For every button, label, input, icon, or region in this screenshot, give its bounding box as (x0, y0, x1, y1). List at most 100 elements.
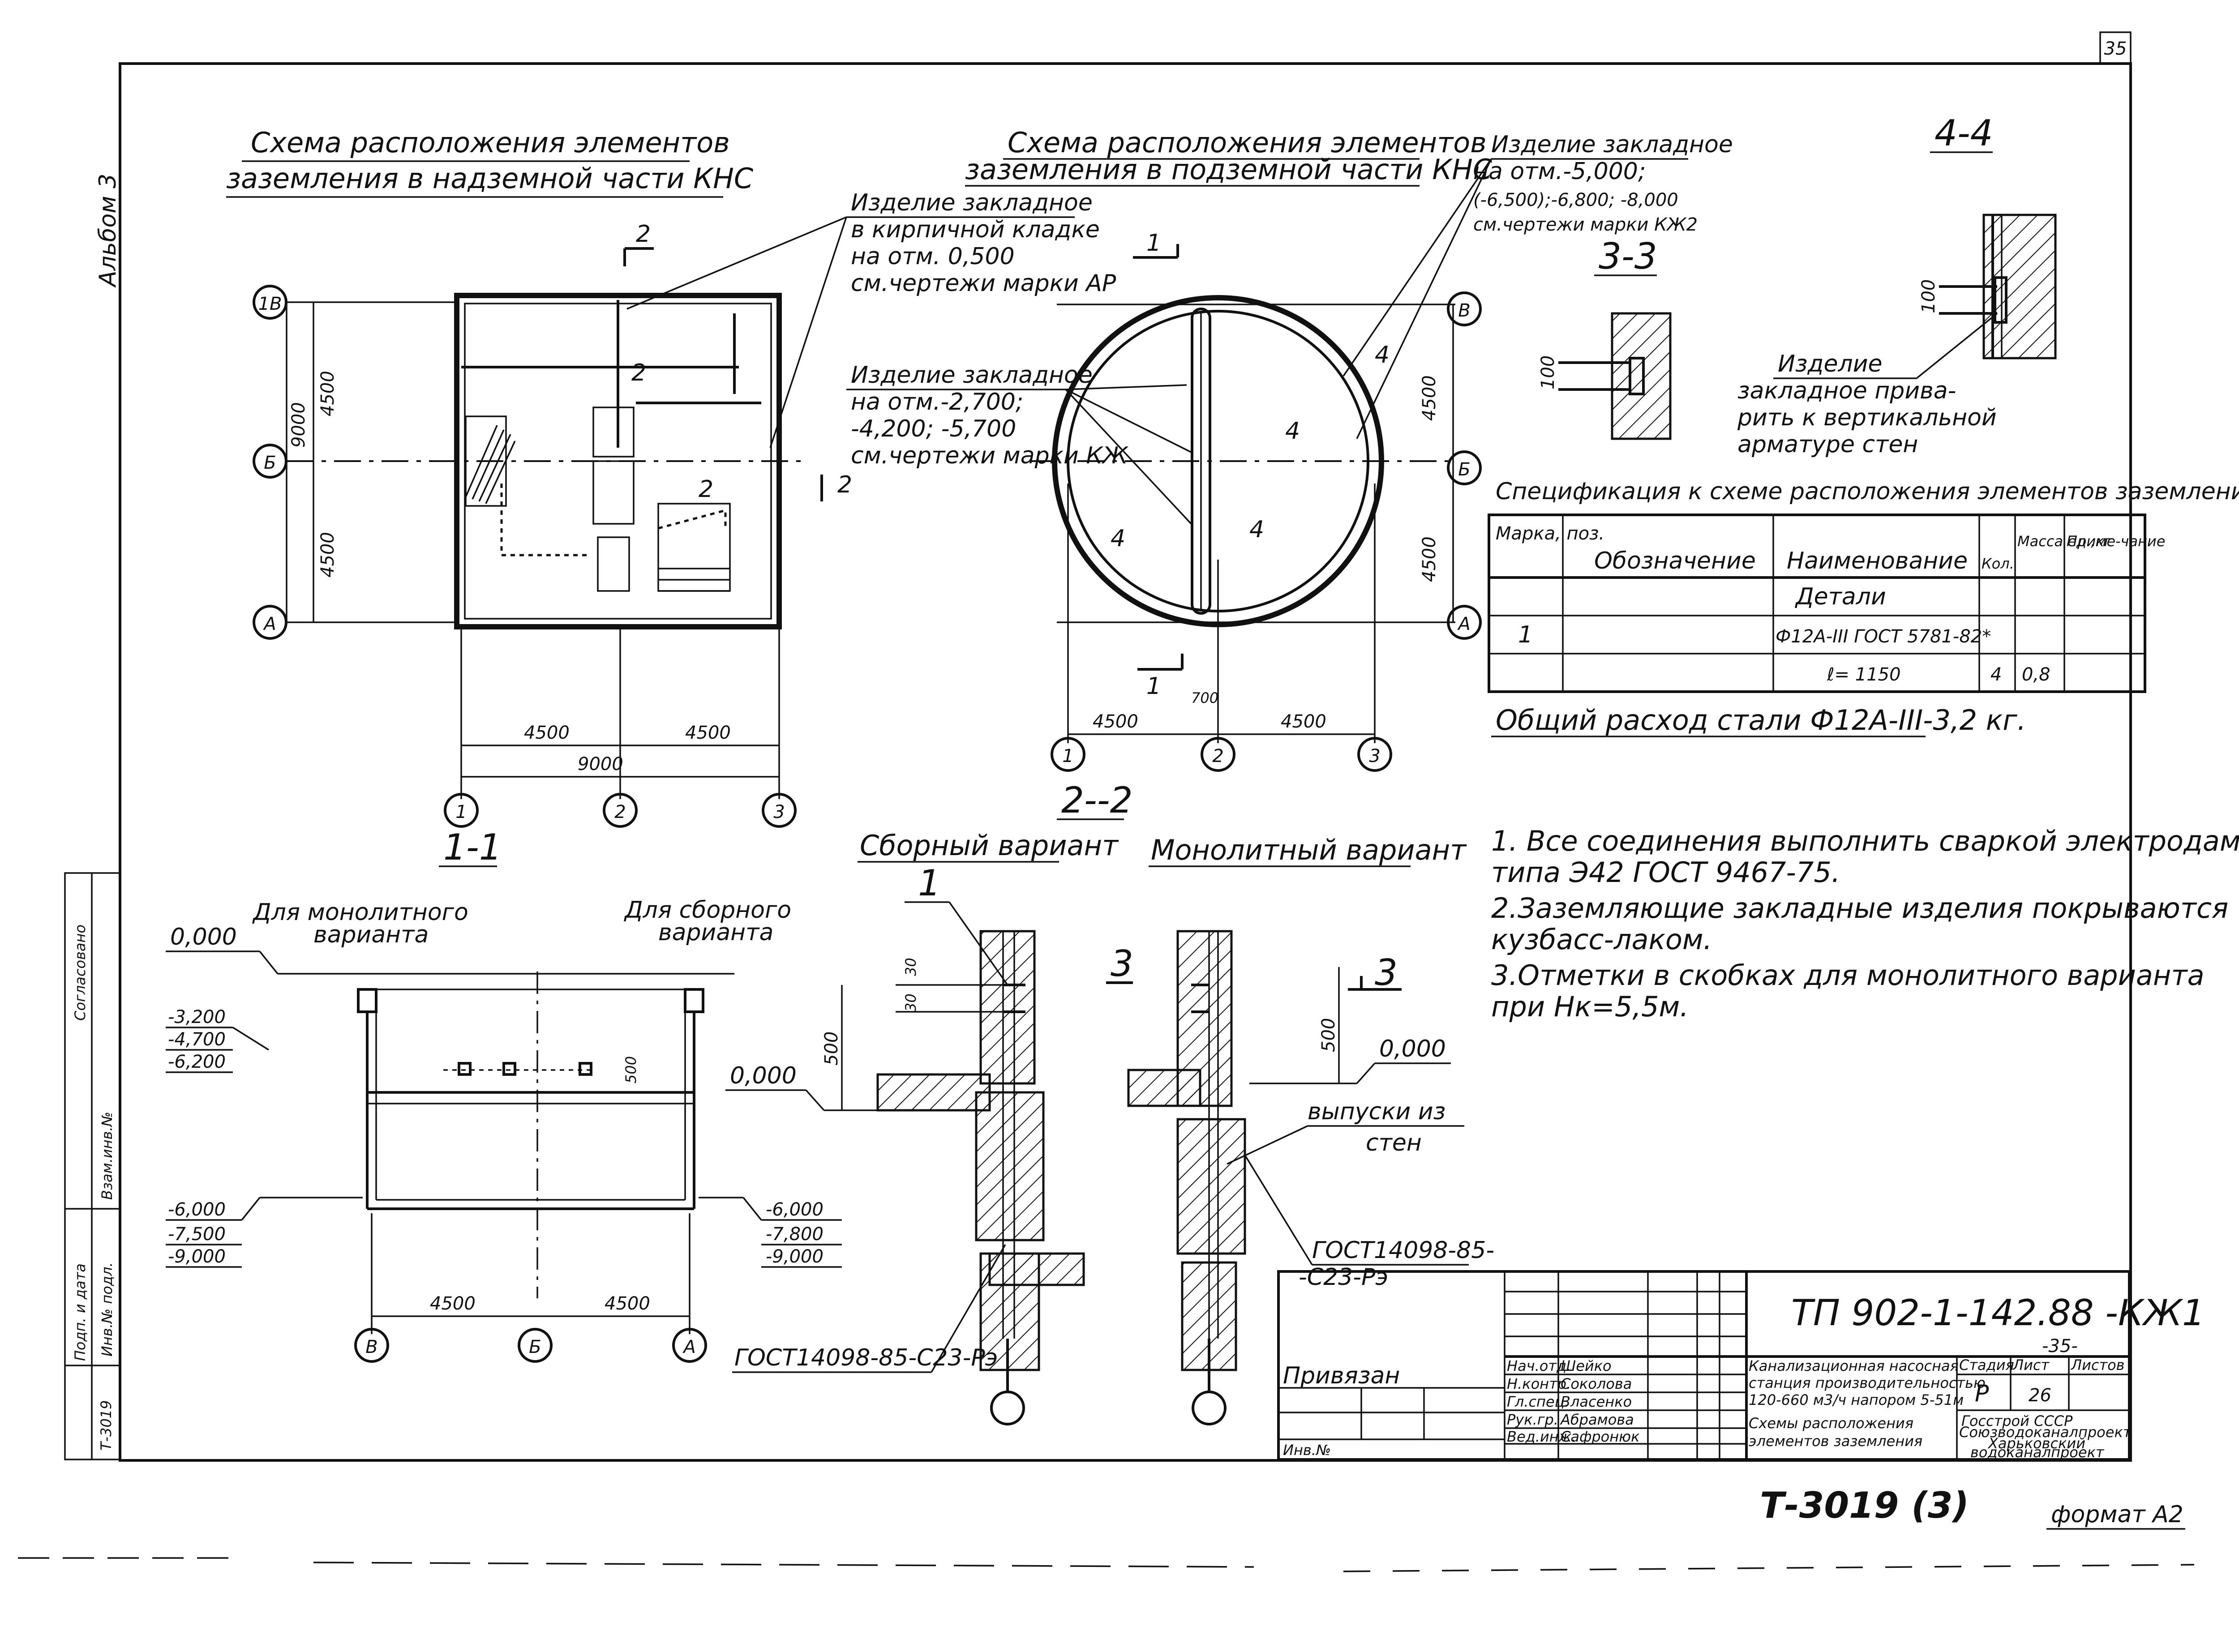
callout1-line4: см.чертежи марки АР (851, 270, 1116, 297)
dim-below-h-4500b: 4500 (1281, 711, 1326, 732)
spec-row1-name: Детали (1795, 583, 1886, 610)
plan-above-ground: Схема расположения элементов заземления … (226, 126, 852, 828)
dim-h-4500a: 4500 (524, 723, 570, 743)
s22-gost-right-1: ГОСТ14098-85- (1312, 1237, 1494, 1264)
project-name-2: 120-660 м3/ч напором 5-51м (1749, 1391, 1964, 1408)
section-3-3: 3-3 100 (1538, 235, 1672, 440)
doc-code: ТП 902-1-142.88 -КЖ1 (1791, 1292, 2205, 1334)
corner-mark: -35- (2042, 1336, 2078, 1357)
spec-header-designation: Обозначение (1594, 548, 1756, 574)
org-1: Союзводоканалпроект (1959, 1424, 2132, 1441)
stamp-number: Т-3019 (3) (1760, 1485, 1969, 1526)
section-2-2: 2--2 Сборный вариант Монолитный вариант … (725, 779, 1494, 1425)
axis-below-v-1: В (1458, 300, 1470, 321)
s11-elev-la-0: -3,200 (168, 1007, 226, 1027)
s22-elev-left: 0,000 (730, 1062, 797, 1089)
s11-right-label-2: варианта (658, 919, 773, 946)
dim-below-700: 700 (1191, 689, 1218, 706)
s11-axis-2: А (682, 1337, 695, 1357)
callout1-line1: Изделие закладное (851, 189, 1093, 216)
left-stamp-sign: Подп. и дата (72, 1263, 89, 1361)
callout1-line3: на отм. 0,500 (851, 243, 1015, 270)
sheets-header: Листов (2071, 1357, 2125, 1374)
sec-below-1-top: 1 (1146, 230, 1161, 257)
plan-above-title-1: Схема расположения элементов (251, 126, 730, 159)
callout-embedded-part-underground: Изделие закладное на отм.-2,700; -4,200;… (846, 362, 1192, 525)
callout2-line3: -4,200; -5,700 (851, 415, 1016, 442)
s11-elev-la-2: -6,200 (168, 1052, 226, 1072)
title-block: ТП 902-1-142.88 -КЖ1 -35- Привязан Инв.№… (1277, 1270, 2205, 1461)
sec-mark-2-top: 2 (636, 221, 651, 248)
sec-below-4-left: 4 (1111, 525, 1125, 552)
dim-v-4500b: 4500 (317, 532, 338, 578)
role-1: Н.контр. (1507, 1375, 1571, 1392)
sheet-header: Лист (2012, 1357, 2050, 1374)
spec-header-note: Приме-чание (2067, 533, 2165, 550)
note-2a: 2.Заземляющие закладные изделия покрываю… (1491, 892, 2228, 924)
sec-mark-2-right: 2 (699, 476, 713, 503)
s22-assembly-label: Сборный вариант (860, 829, 1119, 862)
org-3: водоканалпроект (1970, 1444, 2105, 1461)
project-name-0: Канализационная насосная (1749, 1357, 1959, 1374)
s11-elev-la-1: -4,700 (168, 1029, 226, 1050)
s22-gost-right-2: -С23-Рэ (1299, 1264, 1388, 1291)
spec-title: Спецификация к схеме расположения элемен… (1496, 478, 2239, 505)
name-0: Шейко (1561, 1357, 1612, 1374)
s11-dim-a: 4500 (430, 1293, 476, 1314)
s22-dim-500-right: 500 (1318, 1018, 1339, 1052)
spec-header-name: Наименование (1787, 548, 1968, 574)
callout4-line4: арматуре стен (1737, 431, 1918, 458)
s22-outlets-1: выпуски из (1308, 1098, 1445, 1125)
name-4: Сафронюк (1561, 1428, 1640, 1445)
sec-below-4-right: 4 (1375, 342, 1390, 368)
note-3b: при Нк=5,5м. (1491, 990, 1689, 1023)
callout4-line1: Изделие (1778, 351, 1883, 377)
callout3-line4: см.чертежи марки КЖ2 (1473, 214, 1698, 235)
s11-elev-top: 0,000 (170, 924, 237, 950)
stage-value: Р (1975, 1380, 1989, 1407)
callout4-line3: рить к вертикальной (1737, 404, 1997, 431)
callout4-line2: закладное прива- (1737, 377, 1956, 404)
dim-below-v-4500b: 4500 (1419, 536, 1440, 582)
role-4: Вед.инж. (1507, 1428, 1576, 1445)
sec-mark-2-mid: 2 (631, 360, 646, 386)
section-1-1-title: 1-1 (443, 826, 502, 868)
role-3: Рук.гр. (1507, 1411, 1558, 1428)
axis-v-1: 1В (258, 294, 282, 314)
s11-left-label-1: Для монолитного (252, 899, 468, 926)
spec-header-mass: Масса ед.,кг (2017, 533, 2112, 550)
s22-elev-right: 0,000 (1379, 1036, 1446, 1062)
s22-gost-left: ГОСТ14098-85-С23-Рэ (734, 1344, 998, 1371)
s11-elev-rb-1: -7,800 (766, 1224, 824, 1245)
callout-weld-to-rebar: Изделие закладное прива- рить к вертикал… (1737, 312, 1998, 458)
plan-below-title-2: заземления в подземной части КНС (965, 153, 1493, 186)
left-stamp: Т-3019 Согласовано Взам.инв.№ Подп. и да… (64, 872, 121, 1460)
format-label: формат А2 (2051, 1501, 2183, 1528)
spec-row3-qty: 4 (1990, 664, 2002, 685)
sec-mark-2-far: 2 (837, 471, 852, 498)
role-0: Нач.отд. (1507, 1357, 1571, 1374)
name-2: Власенко (1561, 1393, 1632, 1410)
s11-elev-lb-0: -6,000 (168, 1199, 226, 1220)
callout2-line2: на отм.-2,700; (851, 389, 1023, 415)
s11-axis-0: В (365, 1337, 377, 1357)
note-1b: типа Э42 ГОСТ 9467-75. (1491, 856, 1840, 889)
project-name-1: станция производительностью (1749, 1374, 1986, 1391)
dim-h-9000: 9000 (578, 754, 623, 775)
section-3-3-title: 3-3 (1599, 235, 1657, 277)
axis-v-2: Б (264, 453, 276, 473)
left-stamp-orig: Инв.№ подл. (99, 1262, 116, 1357)
page-number: 35 (2104, 39, 2127, 59)
sec44-dim-100: 100 (1918, 279, 1939, 313)
inv-label: Инв.№ (1283, 1442, 1331, 1459)
sheet-name-0: Схемы расположения (1749, 1415, 1913, 1432)
name-3: Абрамова (1560, 1411, 1634, 1428)
section-2-2-title: 2--2 (1061, 779, 1133, 821)
s22-mark-3-left: 3 (1111, 943, 1133, 984)
s11-elev-lb-1: -7,500 (168, 1224, 226, 1245)
axis-below-h-2: 2 (1212, 746, 1223, 766)
axis-below-h-3: 3 (1369, 746, 1380, 766)
axis-h-2: 2 (614, 802, 626, 822)
s11-elev-lb-2: -9,000 (168, 1246, 226, 1267)
s22-pos-1: 1 (918, 862, 941, 904)
